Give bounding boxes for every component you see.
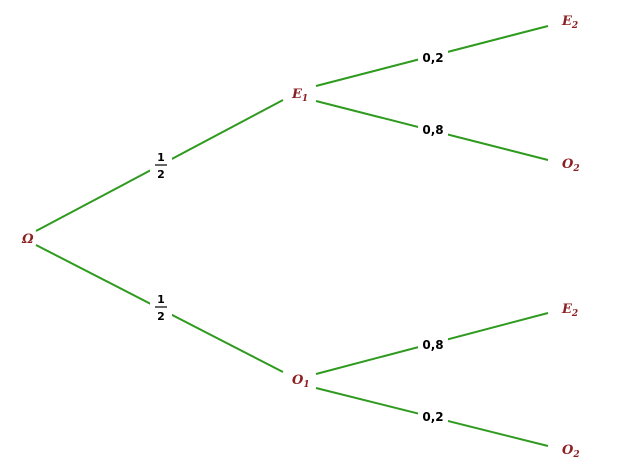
- prob-e1-e2-value: 0,2: [422, 51, 443, 65]
- prob-o1-o2-value: 0,2: [422, 410, 443, 424]
- prob-root-o1-denominator: 2: [157, 310, 165, 323]
- prob-e1-o2: 0,8: [418, 121, 448, 138]
- node-e1-e2-base: E: [561, 14, 573, 29]
- prob-root-e1-numerator: 1: [157, 151, 165, 164]
- node-o1-base: O: [292, 373, 304, 388]
- node-e1-o2-base: O: [562, 157, 574, 172]
- node-o1-e2-base: E: [561, 302, 573, 317]
- node-e1: E1: [291, 87, 308, 104]
- prob-e1-o2-value: 0,8: [422, 123, 443, 137]
- prob-root-e1-denominator: 2: [157, 168, 165, 181]
- prob-e1-e2: 0,2: [418, 49, 448, 66]
- prob-root-e1: 1 2: [150, 148, 172, 184]
- node-e1-o2-sub: 2: [572, 164, 579, 174]
- node-o1: O1: [292, 373, 310, 390]
- prob-root-o1: 1 2: [150, 290, 172, 326]
- node-e1-sub: 1: [302, 94, 308, 104]
- node-o1-o2-sub: 2: [572, 450, 579, 460]
- node-o1-o2: O2: [562, 443, 580, 460]
- node-o1-o2-base: O: [562, 443, 574, 458]
- node-o1-e2: E2: [561, 302, 578, 319]
- prob-o1-e2-value: 0,8: [422, 338, 443, 352]
- prob-o1-o2: 0,2: [418, 408, 448, 425]
- node-root-omega: Ω: [21, 232, 34, 247]
- node-o1-e2-sub: 2: [571, 309, 578, 319]
- node-o1-sub: 1: [303, 380, 309, 390]
- node-e1-base: E: [291, 87, 303, 102]
- prob-root-o1-numerator: 1: [157, 293, 165, 306]
- node-e1-o2: O2: [562, 157, 580, 174]
- node-e1-e2: E2: [561, 14, 578, 31]
- node-e1-e2-sub: 2: [571, 21, 578, 31]
- prob-o1-e2: 0,8: [418, 336, 448, 353]
